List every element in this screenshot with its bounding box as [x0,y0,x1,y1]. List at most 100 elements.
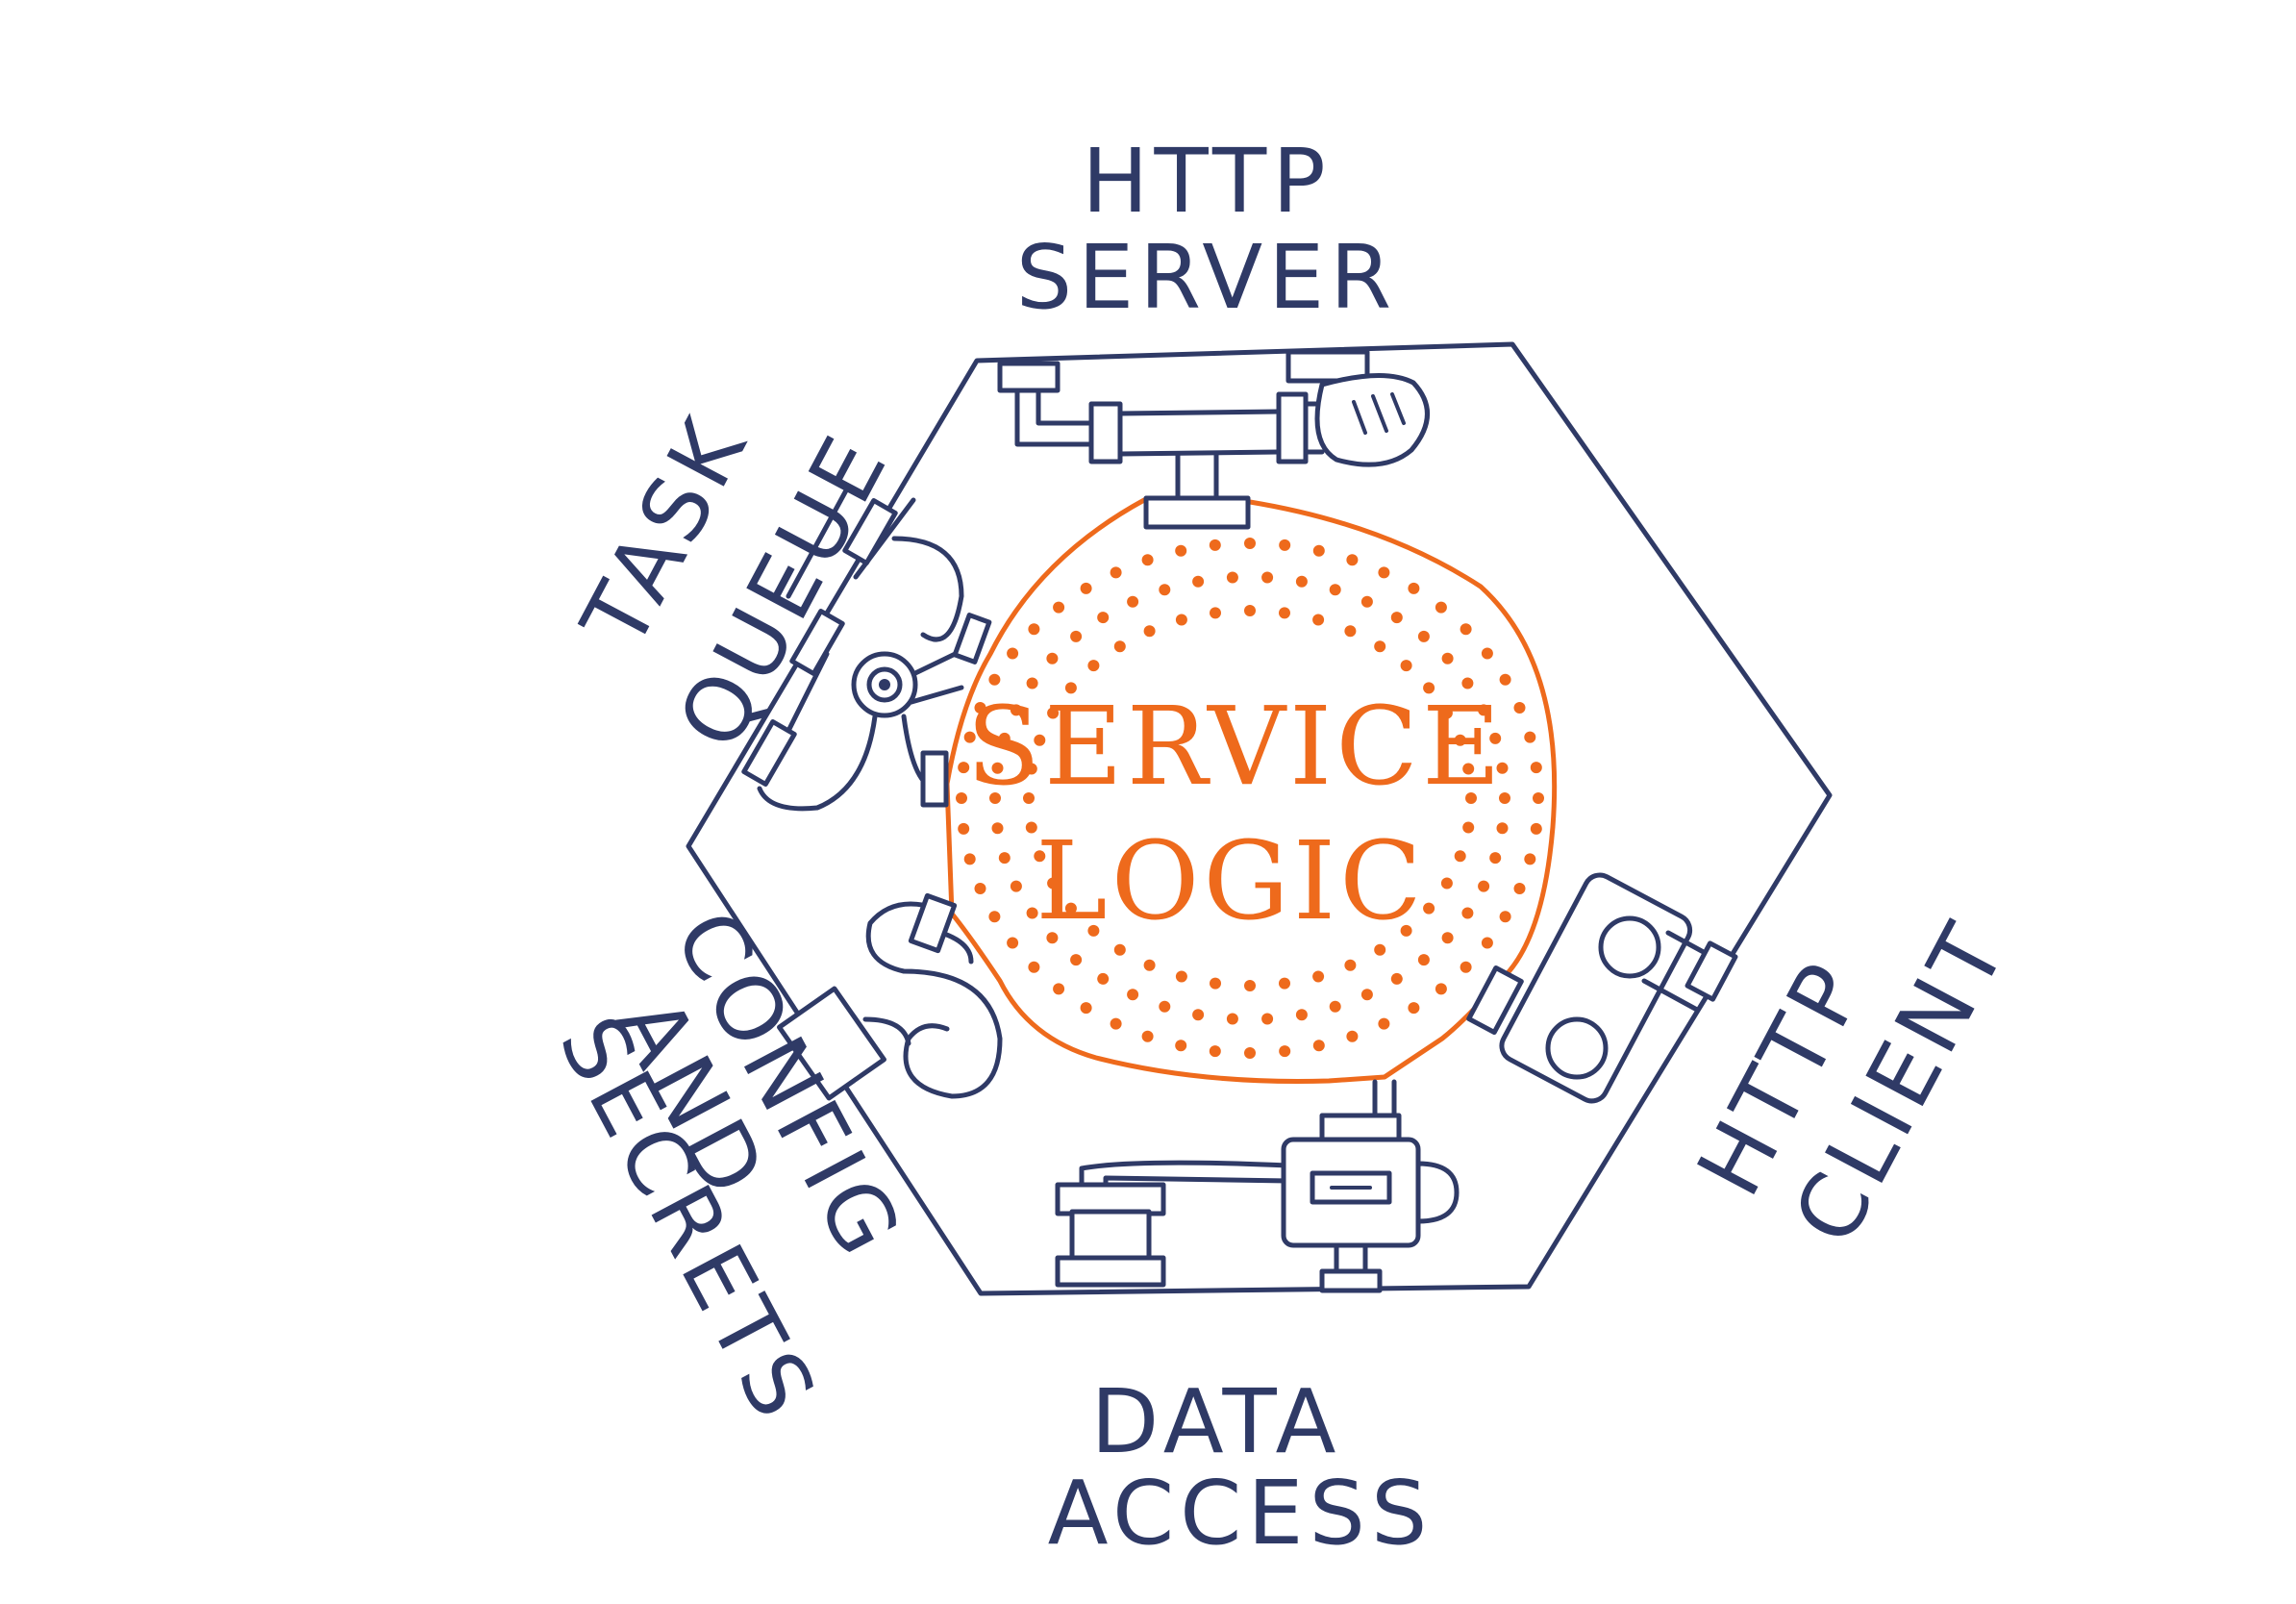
service-core-dot [991,762,1004,774]
service-core-dot [1530,762,1542,774]
service-core-dot [1244,605,1256,616]
service-core-dot [1279,539,1291,551]
service-core-dot [1360,595,1373,608]
service-core-dot [1028,623,1040,636]
label-data-access-line2: ACCESS [1048,1462,1434,1565]
service-core-dot [1097,972,1110,985]
service-core-dot [1025,821,1037,834]
service-core-dot [1524,731,1536,743]
service-core-dot [963,853,976,865]
label-config-and-secrets: CONFIG AND SECRETS [539,894,923,1439]
service-core-dot [1053,601,1065,614]
service-core-outline [944,497,1558,1084]
service-core-dot [1159,1000,1171,1013]
service-core-dot [1175,970,1187,983]
service-core-dot [1496,762,1509,774]
service-core-dot [1460,961,1472,973]
service-core-dot [1209,539,1221,551]
service-core-dot [1423,682,1435,694]
service-core-dot [1064,902,1077,915]
service-core-dot [1047,877,1060,890]
service-core-dot [1481,647,1493,660]
service-core-dot [1390,612,1403,624]
pipe-assembly-icon [997,349,1430,530]
service-core-dot [1097,612,1110,624]
service-core-dot [1261,571,1274,584]
service-core-dot [1499,792,1510,804]
service-core-dot [1279,977,1290,990]
service-core-dot [1454,734,1466,746]
service-core-dot [1499,673,1511,686]
pump-icon [1466,872,1738,1104]
service-core-dot [1025,763,1037,775]
service-core-dot [1110,1017,1122,1030]
service-core-dot [1080,582,1092,594]
service-core-dot [1533,792,1544,804]
service-core-dot [1070,630,1083,642]
service-core-dot [1210,607,1221,619]
service-core-dots [956,538,1544,1059]
service-core-dot [1159,584,1171,596]
service-core-dot [1053,983,1065,995]
service-core-dot [1210,977,1221,990]
service-core-dot [1070,954,1083,966]
service-core-dot [974,883,986,894]
service-core-dot [1010,880,1022,892]
service-core-dot [1461,677,1474,689]
service-core-dot [1295,575,1308,588]
label-data-access-line1: DATA [1090,1370,1341,1473]
service-core-dot [1378,1017,1390,1030]
service-core-dot [1244,980,1256,991]
label-service-logic: SERVICE LOGIC [966,685,1504,944]
tank-icon [1055,1160,1291,1288]
service-core-dot [958,822,970,835]
service-core-dot [1312,1040,1325,1052]
service-core-dot [1175,614,1187,626]
service-core-dot [1113,943,1126,956]
service-core-dot [1110,566,1122,579]
service-core-dot [1113,640,1126,653]
service-core-dot [1489,852,1502,865]
label-service-logic-line1: SERVICE [966,685,1504,810]
service-core-dot [1175,1040,1187,1052]
service-core-dot [1141,1030,1154,1042]
service-core-dot [989,792,1001,804]
service-core-dot [1244,538,1256,549]
service-core-dot [1513,702,1526,714]
service-core-dot [1087,924,1100,937]
service-core-dot [1440,707,1453,719]
service-core-dot [988,911,1001,923]
service-core-dot [1080,1002,1092,1015]
service-core-dot [1143,959,1156,971]
service-core-dot [1312,544,1325,557]
service-core-dot [1378,566,1390,579]
service-core-dot [1007,647,1019,660]
label-task-queue: TASK QUEUE [562,399,909,764]
service-core-dot [1374,943,1386,956]
service-core-dot [1034,850,1046,863]
service-core-dot [1360,989,1373,1001]
service-core-dot [1346,554,1359,566]
service-core-dot [1530,822,1542,835]
service-core-dot [1010,704,1022,716]
service-core-dot [1329,1000,1341,1013]
valve-icon [741,488,992,812]
service-core-dot [1440,877,1453,890]
service-core-dot [1481,937,1493,949]
service-core-dot [998,732,1011,744]
service-core-dot [991,822,1004,835]
service-core-dot [1007,937,1019,949]
service-core-dot [1226,571,1238,584]
service-core-dot [1417,954,1430,966]
service-core-dot [1244,1047,1256,1059]
service-core-dot [1478,704,1490,716]
service-core-dot [1441,652,1454,664]
service-core-dot [1400,924,1412,937]
label-http-server-line1: HTTP [1082,130,1331,233]
service-core-dot [988,673,1001,686]
service-core-dot [1435,983,1447,995]
service-core-dot [1346,1030,1359,1042]
hexagon-outline [686,341,1833,1296]
service-core-dot [1374,640,1386,653]
service-core-dot [1279,1045,1291,1058]
